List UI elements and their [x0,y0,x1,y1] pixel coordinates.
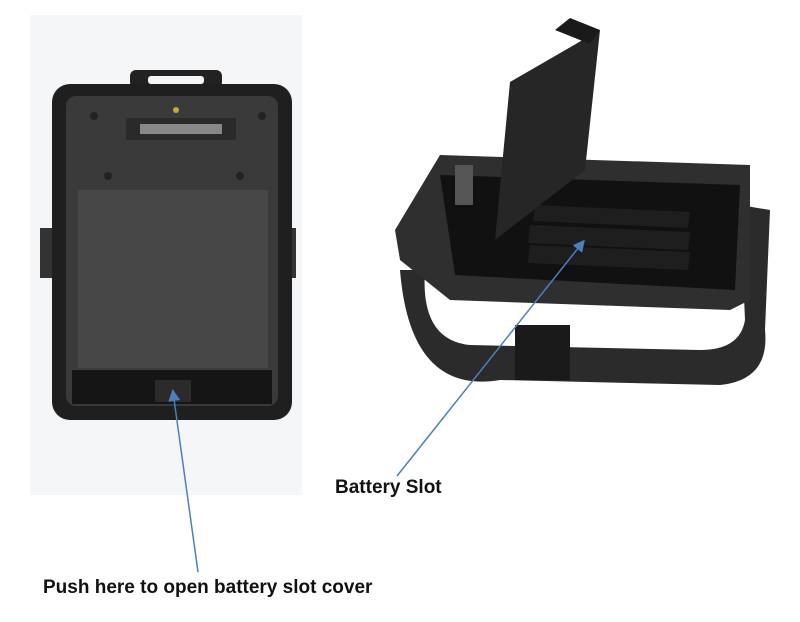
battery-slot-label: Battery Slot [335,477,442,498]
camera-back-photo [40,70,296,420]
push-here-label: Push here to open battery slot cover [43,577,373,598]
battery-slot-arrow [396,239,585,477]
camera-open-battery-photo [395,18,770,385]
push-here-arrow [168,389,199,573]
